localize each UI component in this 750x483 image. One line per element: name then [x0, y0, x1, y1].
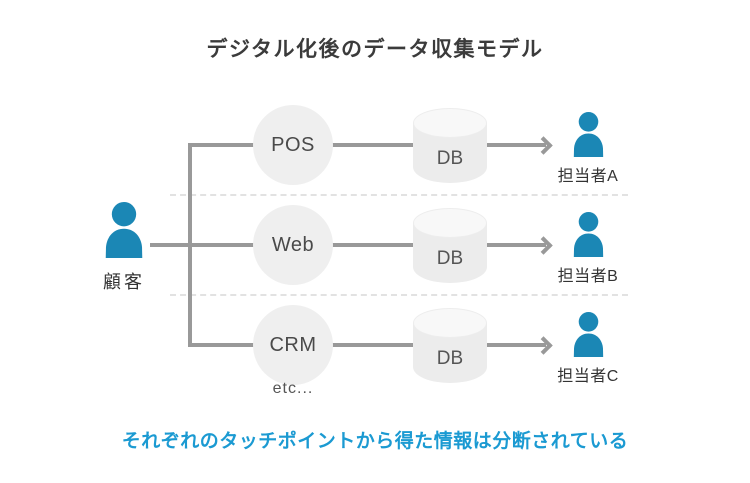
touchpoint-node-crm: CRM	[253, 305, 333, 385]
staff-person-icon	[570, 312, 607, 357]
staff-node-c: 担当者C	[548, 312, 628, 386]
database-icon: DB	[413, 308, 487, 386]
touchpoint-label: CRM	[269, 333, 317, 356]
customer-node: 顧客	[93, 202, 155, 294]
staff-node-a: 担当者A	[548, 112, 628, 186]
touchpoint-label: POS	[271, 133, 315, 156]
staff-label: 担当者B	[557, 268, 619, 285]
row-line-web	[190, 243, 546, 247]
customer-connector-line	[150, 243, 192, 247]
db-label: DB	[436, 148, 464, 169]
staff-label: 担当者A	[557, 168, 619, 185]
database-icon: DB	[413, 108, 487, 186]
db-label: DB	[436, 248, 464, 269]
touchpoint-node-web: Web	[253, 205, 333, 285]
staff-person-icon	[570, 112, 607, 157]
customer-label: 顧客	[103, 272, 145, 292]
row-line-crm	[190, 343, 546, 347]
row-separator-dashed-line	[170, 294, 628, 296]
db-label: DB	[436, 348, 464, 369]
staff-label: 担当者C	[557, 368, 619, 385]
row-separator-dashed-line	[170, 194, 628, 196]
etc-label: etc...	[272, 380, 314, 397]
touchpoint-node-pos: POS	[253, 105, 333, 185]
row-line-pos	[190, 143, 546, 147]
footer-caption: それぞれのタッチポイントから得た情報は分断されている	[121, 431, 629, 452]
database-icon: DB	[413, 208, 487, 286]
staff-node-b: 担当者B	[548, 212, 628, 286]
staff-person-icon	[570, 212, 607, 257]
diagram-title: デジタル化後のデータ収集モデル	[206, 38, 544, 61]
touchpoint-label: Web	[271, 233, 315, 256]
customer-person-icon	[100, 202, 148, 258]
